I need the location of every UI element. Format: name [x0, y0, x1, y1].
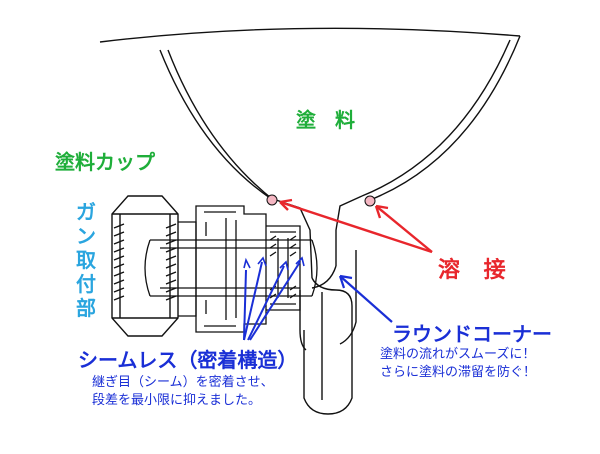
- outlet-body: [299, 250, 357, 415]
- paint-label: 塗 料: [296, 108, 361, 132]
- seamless-title: シームレス（密着構造）: [78, 348, 298, 372]
- round-corner-description: 塗料の流れがスムーズに！ さらに塗料の滞留を防ぐ！: [380, 346, 536, 382]
- round-corner-desc-line: 塗料の流れがスムーズに！: [380, 347, 536, 362]
- round-corner-title: ラウンドコーナー: [392, 322, 552, 346]
- seamless-desc-line: 継ぎ目（シーム）を密着させ、: [92, 375, 274, 390]
- weld-point-left: [266, 194, 278, 206]
- paint-cup-label: 塗料カップ: [55, 150, 155, 174]
- gun-mount-label: ガ ン 取 付 部: [76, 200, 96, 320]
- weld-label: 溶 接: [438, 258, 514, 283]
- gun-mount-char: ガ: [76, 200, 96, 224]
- gun-mount-char: 付: [76, 272, 96, 296]
- gun-mount-nut: [111, 195, 179, 337]
- inner-pipe: [144, 239, 318, 297]
- gun-mount-char: 部: [76, 296, 96, 320]
- round-corner-desc-line: さらに塗料の滞留を防ぐ！: [380, 365, 537, 380]
- weld-point-right: [364, 195, 376, 207]
- gun-mount-char: ン: [76, 224, 96, 248]
- round-corner-pointer: [338, 274, 393, 323]
- seamless-description: 継ぎ目（シーム）を密着させ、 段差を最小限に抑えました。: [92, 374, 274, 410]
- weld-pointers: [279, 198, 433, 254]
- seamless-pointers: [243, 256, 305, 341]
- weld-points: [266, 194, 376, 207]
- gun-mount-char: 取: [76, 248, 96, 272]
- seamless-desc-line: 段差を最小限に抑えました。: [92, 393, 262, 408]
